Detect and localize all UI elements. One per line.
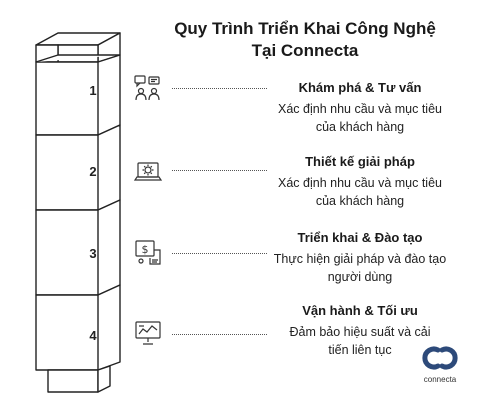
stage-1-desc-line-2: của khách hàng	[315, 120, 405, 134]
stage-number-1: 1	[89, 83, 96, 98]
diagram-title: Quy Trình Triển Khai Công Nghệ Tại Conne…	[140, 18, 470, 62]
stage-4-desc-line-1: Đảm bảo hiệu suất và cải	[289, 325, 431, 339]
stage-2-desc-line-1: Xác định nhu cầu và mục tiêu	[278, 176, 442, 190]
svg-text:$: $	[142, 243, 149, 256]
stage-4-desc-line-2: tiến liên tục	[328, 343, 392, 357]
block-stage-4	[35, 284, 121, 371]
block-stage-2	[35, 124, 121, 211]
stage-4-description: Đảm bảo hiệu suất và cải tiến liên tục	[265, 323, 455, 359]
stage-1-desc-line-1: Xác định nhu cầu và mục tiêu	[278, 102, 442, 116]
title-line-2: Tại Connecta	[251, 41, 359, 60]
connecta-logo: connecta	[410, 340, 470, 390]
stage-2-description: Xác định nhu cầu và mục tiêu của khách h…	[265, 174, 455, 210]
stage-number-4: 4	[89, 328, 97, 343]
block-stage-3	[35, 199, 121, 296]
tower-bottom-foot	[47, 365, 111, 393]
stage-3-description: Thực hiện giải pháp và đào tạo người dùn…	[265, 250, 455, 286]
title-line-1: Quy Trình Triển Khai Công Nghệ	[174, 19, 436, 38]
stage-4-text: Vận hành & Tối ưu Đảm bảo hiệu suất và c…	[265, 302, 455, 359]
stage-1-text: Khám phá & Tư vấn Xác định nhu cầu và mụ…	[265, 79, 455, 136]
stage-2-title: Thiết kế giải pháp	[305, 154, 415, 169]
monitoring-dashboard-icon	[133, 318, 163, 348]
stage-number-2: 2	[89, 164, 96, 179]
leader-line-1	[172, 88, 267, 89]
stage-2-desc-line-2: của khách hàng	[315, 194, 405, 208]
stage-3-text: Triển khai & Đào tạo Thực hiện giải pháp…	[265, 229, 455, 286]
consultation-chat-icon	[133, 73, 163, 103]
stage-1-description: Xác định nhu cầu và mục tiêu của khách h…	[265, 100, 455, 136]
connecta-logo-mark	[422, 346, 458, 370]
laptop-gear-icon	[133, 156, 163, 186]
stage-3-title: Triển khai & Đào tạo	[297, 230, 423, 245]
block-stage-1	[35, 54, 121, 136]
stage-number-3: 3	[89, 246, 96, 261]
leader-line-3	[172, 253, 267, 254]
stage-1-title: Khám phá & Tư vấn	[298, 80, 422, 95]
connecta-logo-text: connecta	[423, 375, 457, 384]
leader-line-2	[172, 170, 267, 171]
leader-line-4	[172, 334, 267, 335]
stage-4-title: Vận hành & Tối ưu	[302, 303, 418, 318]
stage-2-text: Thiết kế giải pháp Xác định nhu cầu và m…	[265, 153, 455, 210]
stage-3-desc-line-2: người dùng	[327, 270, 393, 284]
stage-3-desc-line-1: Thực hiện giải pháp và đào tạo	[273, 252, 447, 266]
dollar-presentation-icon: $	[133, 238, 163, 268]
